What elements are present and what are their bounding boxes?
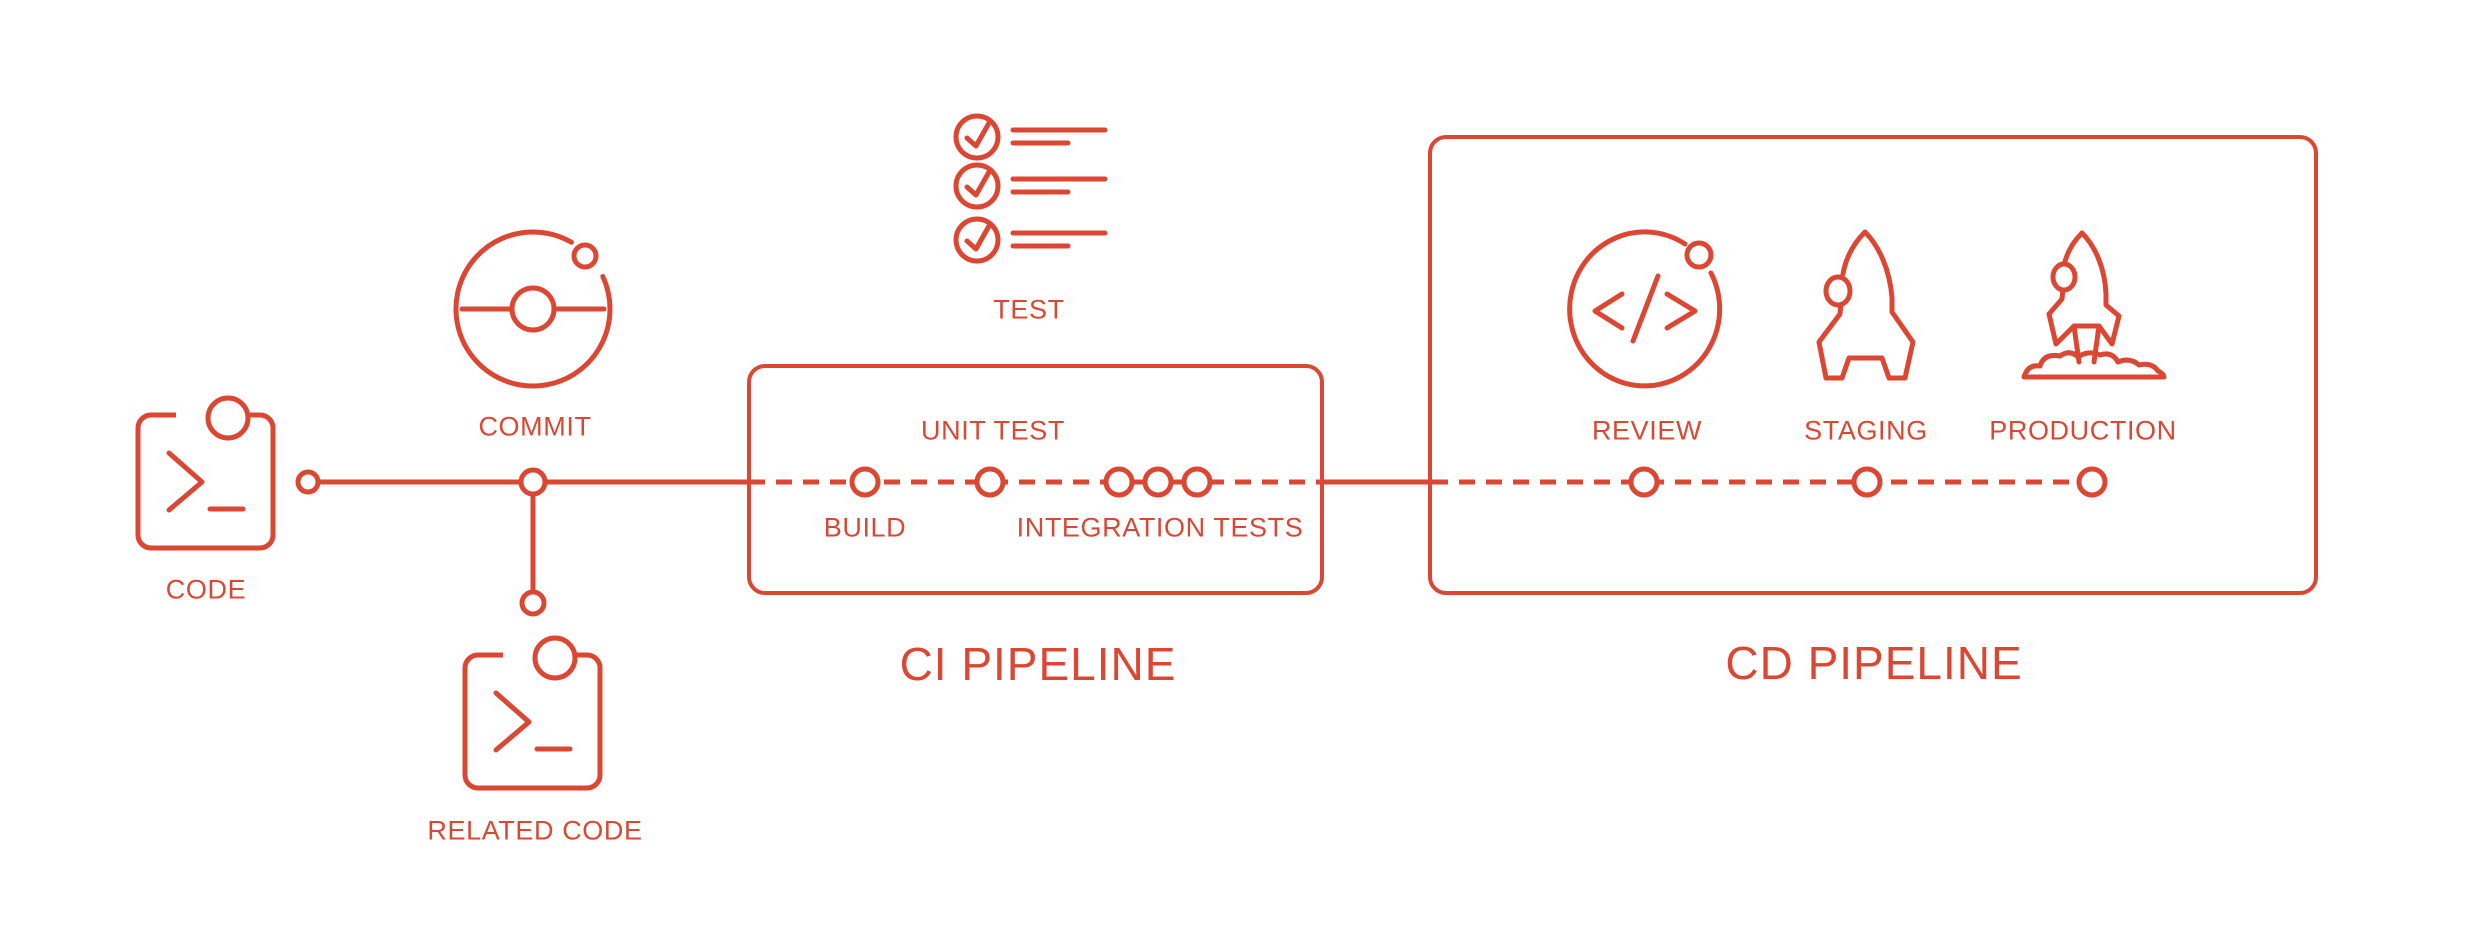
review-node bbox=[1628, 466, 1660, 498]
rocket-window-icon bbox=[2050, 261, 2078, 293]
satellite-dot-icon bbox=[1684, 240, 1714, 270]
integration-test-node-2 bbox=[1142, 466, 1174, 498]
rocket-window-icon bbox=[1823, 274, 1853, 308]
related-code-node bbox=[519, 589, 547, 617]
test-label: TEST bbox=[993, 294, 1065, 325]
exhaust-right bbox=[2091, 323, 2102, 365]
related-code-label: RELATED CODE bbox=[427, 815, 643, 846]
ci-pipeline-title: CI PIPELINE bbox=[899, 638, 1177, 690]
integration-tests-label: INTEGRATION TESTS bbox=[1016, 512, 1304, 543]
test-checklist-icon bbox=[953, 113, 1108, 264]
build-node bbox=[849, 466, 881, 498]
check-icon bbox=[964, 223, 992, 252]
slash-icon bbox=[1630, 273, 1661, 344]
satellite-dot-icon bbox=[571, 242, 599, 270]
start-node bbox=[295, 469, 321, 495]
ci-pipeline-box bbox=[747, 364, 1324, 595]
unit-test-node bbox=[974, 466, 1006, 498]
angle-bracket-left-icon bbox=[1592, 291, 1625, 331]
git-commit-icon bbox=[453, 229, 613, 389]
related-code-terminal-icon bbox=[462, 635, 603, 791]
angle-bracket-right-icon bbox=[1664, 291, 1698, 331]
production-node bbox=[2076, 466, 2108, 498]
cd-pipeline-box bbox=[1428, 135, 2318, 595]
smoke-cloud-icon bbox=[2021, 350, 2167, 380]
check-icon bbox=[964, 120, 992, 149]
check-icon bbox=[964, 169, 992, 198]
build-label: BUILD bbox=[823, 512, 907, 543]
staging-label: STAGING bbox=[1804, 415, 1928, 446]
checklist-row-3 bbox=[953, 216, 1108, 264]
commit-node bbox=[518, 467, 548, 497]
cd-pipeline-title: CD PIPELINE bbox=[1725, 637, 2023, 689]
prompt-chevron-icon bbox=[493, 690, 532, 753]
code-terminal-icon bbox=[135, 395, 276, 551]
staging-node bbox=[1851, 466, 1883, 498]
staging-rocket-icon bbox=[1816, 229, 1916, 381]
unit-test-label: UNIT TEST bbox=[921, 415, 1065, 446]
integration-test-node-3 bbox=[1181, 466, 1213, 498]
code-review-icon bbox=[1567, 229, 1723, 389]
commit-label: COMMIT bbox=[478, 411, 592, 442]
integration-test-node-1 bbox=[1103, 466, 1135, 498]
production-rocket-launch-icon bbox=[2021, 230, 2167, 380]
production-label: PRODUCTION bbox=[1989, 415, 2177, 446]
code-label: CODE bbox=[165, 574, 247, 605]
checklist-row-1 bbox=[953, 113, 1108, 161]
review-label: REVIEW bbox=[1591, 415, 1703, 446]
prompt-chevron-icon bbox=[166, 450, 205, 513]
checklist-row-2 bbox=[953, 162, 1108, 210]
